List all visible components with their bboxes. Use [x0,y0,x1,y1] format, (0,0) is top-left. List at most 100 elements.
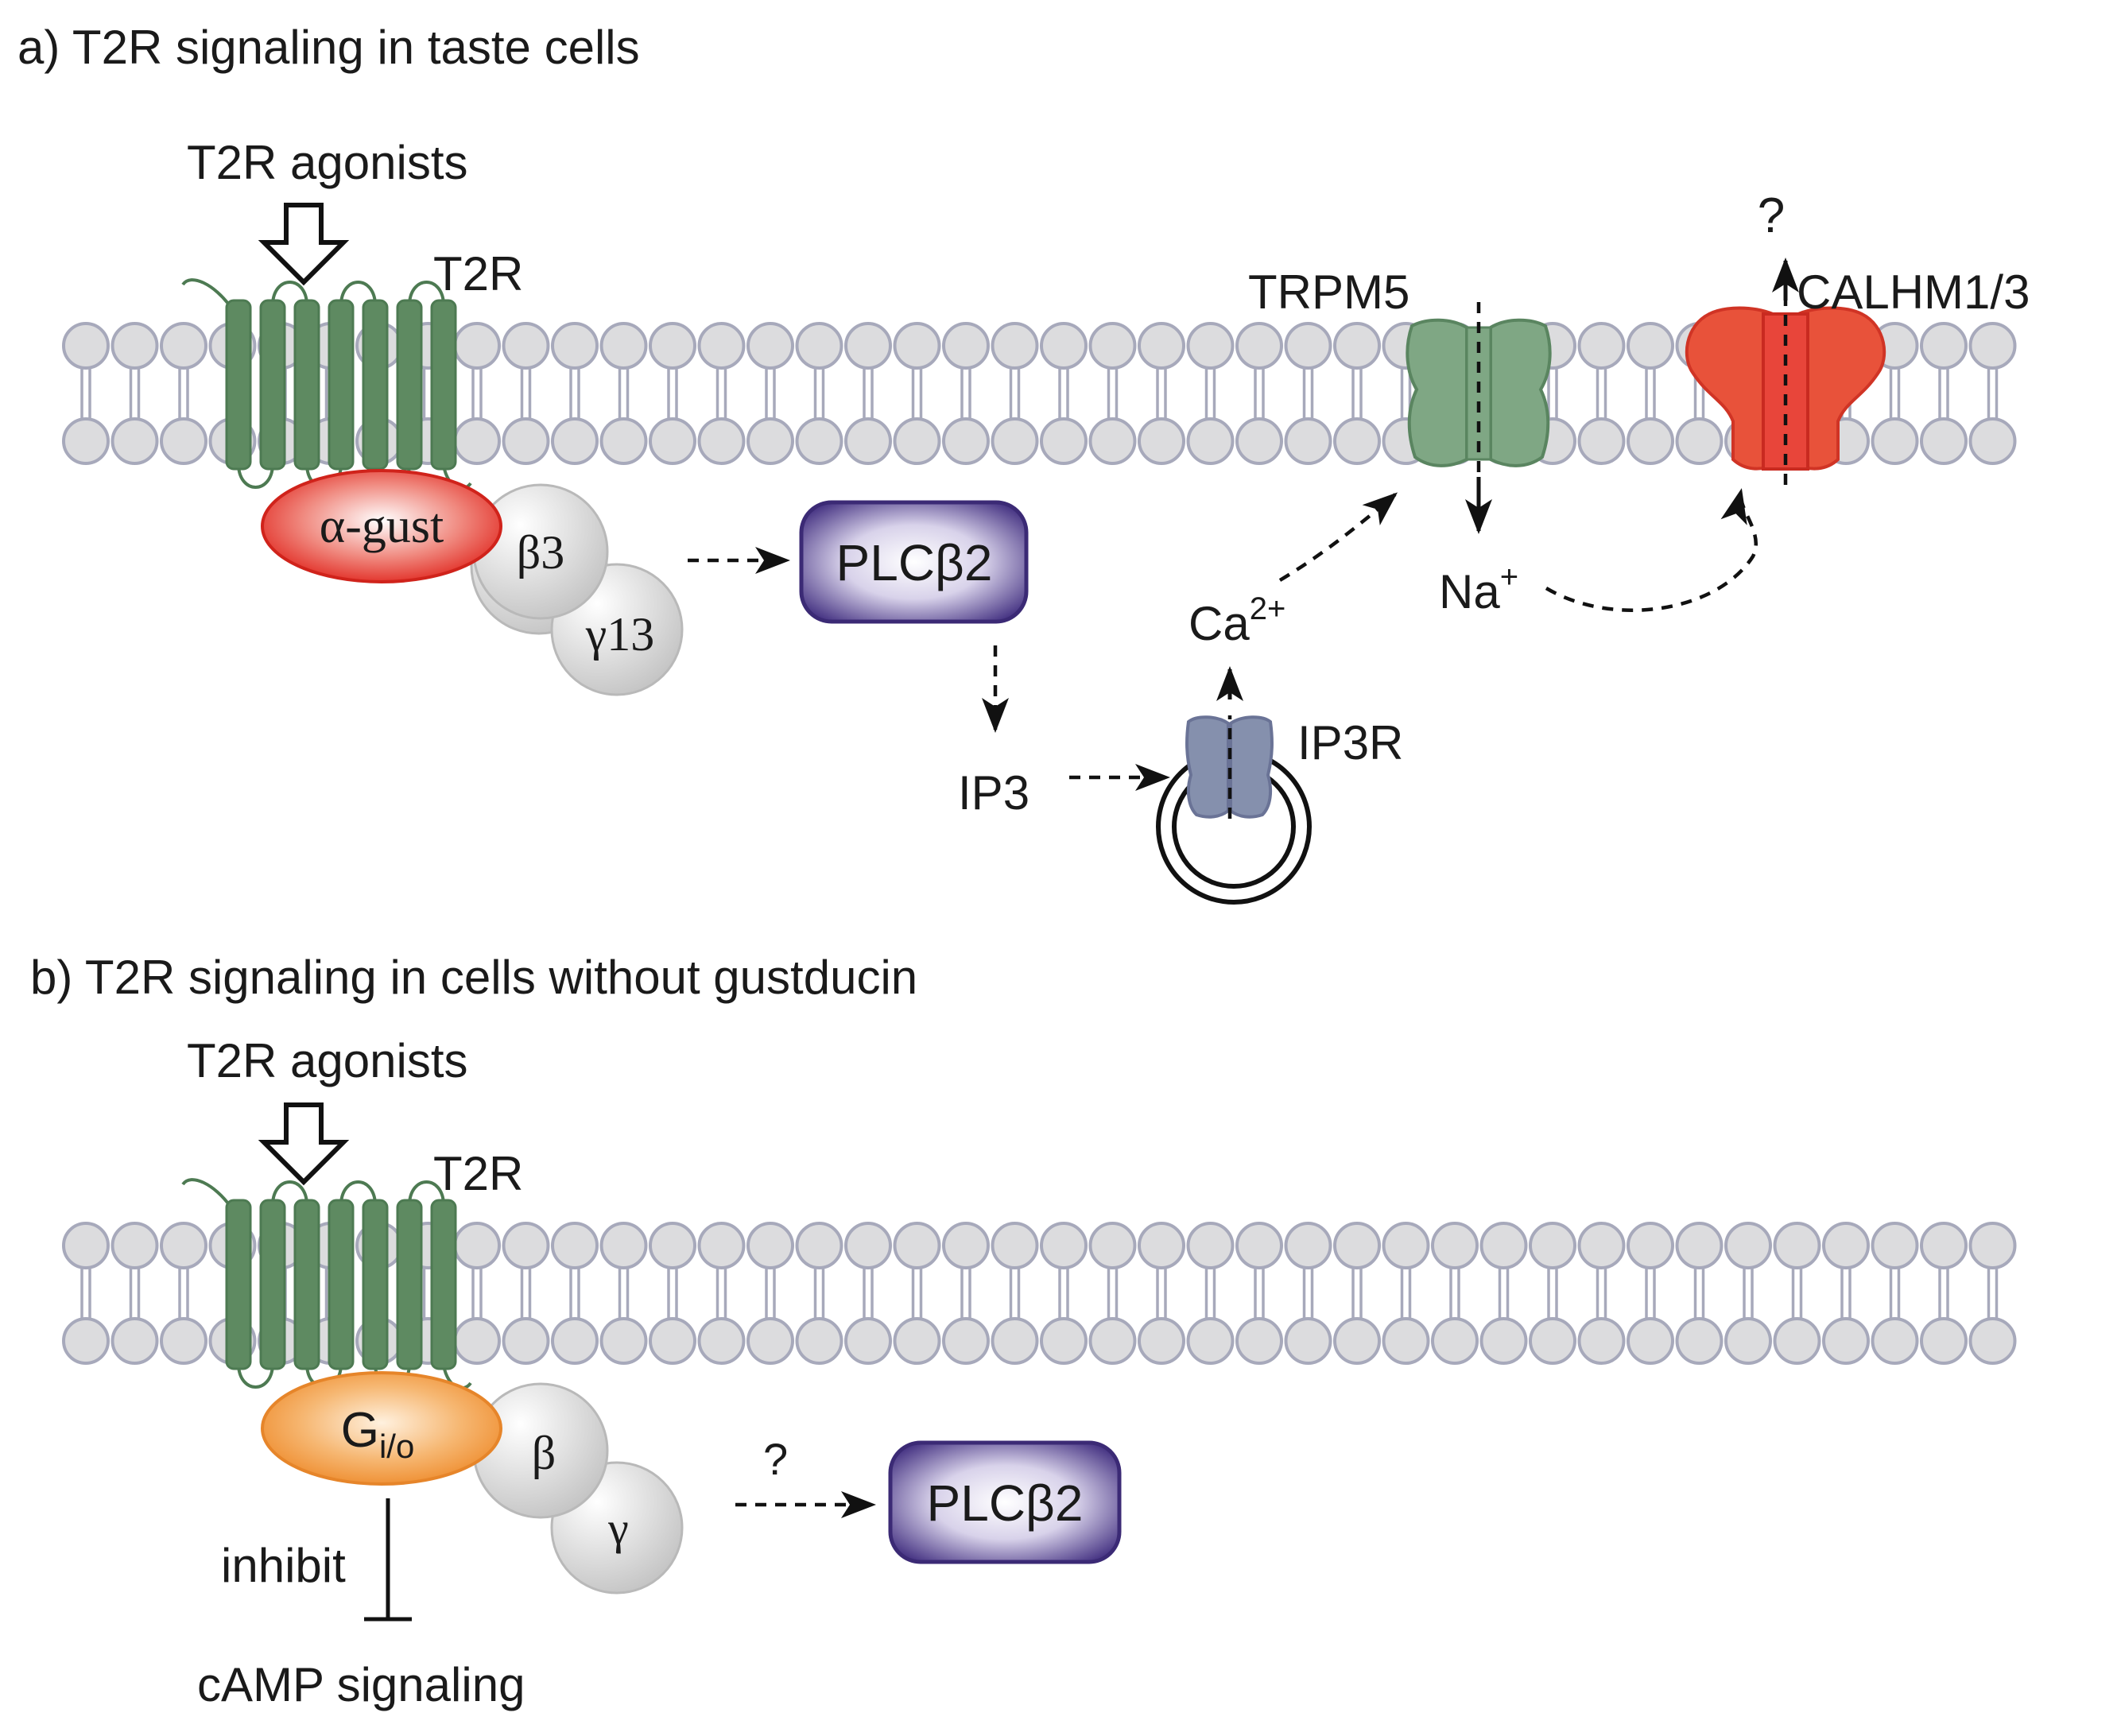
lipid-head-inner [1724,1317,1772,1365]
lipid-head-outer [991,322,1039,370]
lipid-head-outer [942,322,990,370]
lipid-tail-pair [1204,368,1216,419]
lipid-tail-pair [129,368,141,419]
lipid-head-outer [1529,1222,1576,1269]
lipid-head-outer [1773,1222,1821,1269]
lipid-head-outer [1186,1222,1235,1269]
lipid-head-outer [453,322,501,370]
lipid-tail-pair [80,368,91,419]
lipid-head-outer [1235,1222,1283,1269]
panel-a-title: a) T2R signaling in taste cells [17,21,640,74]
transmembrane-helix [430,1199,457,1370]
lipid-tail-pair [520,1268,532,1319]
lipid-head-inner [795,1317,843,1365]
lipid-head-outer [1333,322,1381,370]
lipid-tail-pair [715,1268,727,1319]
lipid-tail-pair [471,1268,483,1319]
lipid-head-inner [1577,1317,1626,1365]
lipid-head-outer [62,322,110,370]
trpm5-channel [1406,318,1552,467]
lipid-tail-pair [1156,1268,1167,1319]
lipid-tail-pair [569,1268,580,1319]
plcb2-label-b: PLCβ2 [927,1474,1084,1532]
lipid-head-inner [502,417,550,465]
beta-label-b: β [532,1427,556,1479]
lipid-head-outer [1284,1222,1332,1269]
lipid-tail-pair [618,368,630,419]
lipid-head-outer [1040,1222,1088,1269]
lipid-tail-pair [765,1268,776,1319]
lipid-tail-pair [911,368,923,419]
na-to-calhm-arrow [1545,488,1758,612]
lipid-tail-pair [1009,368,1021,419]
lipid-tail-pair [1547,1268,1558,1319]
lipid-head-outer [697,322,746,370]
lipid-head-outer [649,1222,696,1269]
lipid-head-inner [599,417,648,465]
plc-question-mark: ? [763,1434,788,1484]
agonist-arrow-b [258,1102,350,1186]
lipid-tail-pair [667,368,678,419]
lipid-head-inner [1138,1317,1185,1365]
lipid-head-outer [1235,322,1283,370]
lipid-tail-pair [1645,368,1656,419]
agonists-label-a: T2R agonists [187,136,468,189]
lipid-tail-pair [1351,368,1363,419]
lipid-tail-pair [1302,1268,1314,1319]
lipid-head-inner [1138,417,1185,465]
lipid-head-outer [502,322,550,370]
lipid-head-outer [795,1222,843,1269]
lipid-head-outer [1627,1222,1674,1269]
lipid-head-outer [551,1222,599,1269]
lipid-head-outer [160,322,207,370]
lipid-tail-pair [1596,368,1607,419]
transmembrane-helix [328,299,355,471]
lipid-head-inner [1186,417,1235,465]
transmembrane-helix [293,1199,320,1370]
agonist-arrow-a [258,203,350,286]
gio-label: Gi/o [341,1403,415,1465]
lipid-tail-pair [1302,368,1314,419]
transmembrane-helix [225,1199,252,1370]
transmembrane-helix [293,299,320,471]
lipid-head-inner [62,1317,110,1365]
lipid-tail-pair [715,368,727,419]
gamma-label-b: γ [607,1502,629,1554]
lipid-head-outer [1920,1222,1968,1269]
lipid-tail-pair [1743,1268,1754,1319]
lipid-head-outer [551,322,599,370]
lipid-tail-pair [960,368,971,419]
lipid-head-outer [1675,1222,1724,1269]
lipid-tail-pair [813,368,825,419]
lipid-tail-pair [520,368,532,419]
lipid-tail-pair [1107,1268,1119,1319]
lipid-head-outer [893,1222,941,1269]
lipid-head-outer [1186,322,1235,370]
transmembrane-helix [362,1199,389,1370]
lipid-head-outer [746,1222,794,1269]
lipid-tail-pair [178,1268,189,1319]
lipid-head-outer [1138,1222,1185,1269]
lipid-head-inner [697,1317,746,1365]
plcb2-enzyme-b [888,1440,1122,1564]
ip3r-label: IP3R [1297,716,1403,769]
sodium-label: Na+ [1439,560,1518,618]
transmembrane-helix [396,299,423,471]
lipid-head-inner [1186,1317,1235,1365]
trpm5-label: TRPM5 [1248,265,1409,319]
agonists-label-b: T2R agonists [187,1034,468,1087]
lipid-head-inner [1822,1317,1870,1365]
panel-b-title: b) T2R signaling in cells without gustdu… [30,951,917,1004]
lipid-tail-pair [1596,1268,1607,1319]
receptor-label-b: T2R [433,1147,523,1200]
lipid-tail-pair [1791,1268,1803,1319]
lipid-head-inner [1284,1317,1332,1365]
lipid-head-outer [649,322,696,370]
plcb2-label-a: PLCβ2 [836,534,993,591]
lipid-head-outer [599,322,648,370]
lipid-head-outer [1138,322,1185,370]
lipid-tail-pair [471,368,483,419]
lipid-head-inner [795,417,843,465]
lipid-tail-pair [1987,368,1999,419]
lipid-head-inner [551,1317,599,1365]
